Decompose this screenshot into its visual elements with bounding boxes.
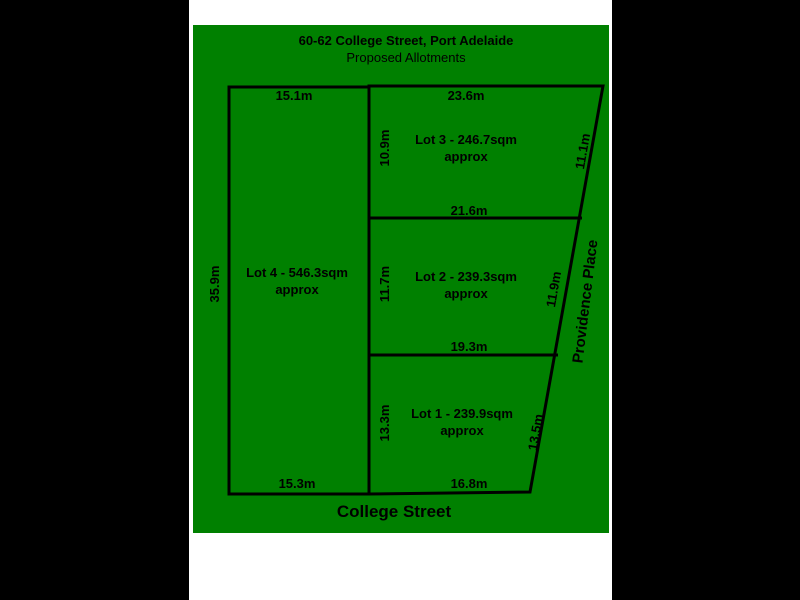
lot-3-right-dimension: 11.1m — [572, 132, 593, 170]
lot-2-right-dimension: 11.9m — [543, 270, 564, 308]
lot-1-approx: approx — [440, 423, 484, 438]
lot-4-side-dimension: 35.9m — [207, 266, 222, 303]
street-label-college: College Street — [337, 502, 452, 521]
lot-2-top-dimension: 21.6m — [451, 203, 488, 218]
lot-1-label: Lot 1 - 239.9sqm — [411, 406, 513, 421]
site-background — [193, 25, 609, 533]
lot-boundaries — [227, 84, 605, 496]
lot-2-approx: approx — [444, 286, 488, 301]
plan-title: 60-62 College Street, Port Adelaide — [299, 33, 514, 48]
lot-4-top-dimension: 15.1m — [276, 88, 313, 103]
lot-3-left-dimension: 10.9m — [377, 130, 392, 167]
lot-1-bottom-dimension: 16.8m — [451, 476, 488, 491]
lots-1-3-boundary — [367, 84, 605, 496]
lot-4-approx: approx — [275, 282, 319, 297]
lot-2-left-dimension: 11.7m — [377, 266, 392, 302]
lot-1-top-dimension: 19.3m — [451, 339, 488, 354]
lot-3-label: Lot 3 - 246.7sqm — [415, 132, 517, 147]
lot-1-right-dimension: 13.5m — [525, 413, 546, 452]
plan-subtitle: Proposed Allotments — [346, 50, 466, 65]
lot-1-left-dimension: 13.3m — [377, 405, 392, 442]
lot-3-top-dimension: 23.6m — [448, 88, 485, 103]
lot-4-bottom-dimension: 15.3m — [279, 476, 316, 491]
lot-2-label: Lot 2 - 239.3sqm — [415, 269, 517, 284]
lot-3-approx: approx — [444, 149, 488, 164]
lot-4-label: Lot 4 - 546.3sqm — [246, 265, 348, 280]
